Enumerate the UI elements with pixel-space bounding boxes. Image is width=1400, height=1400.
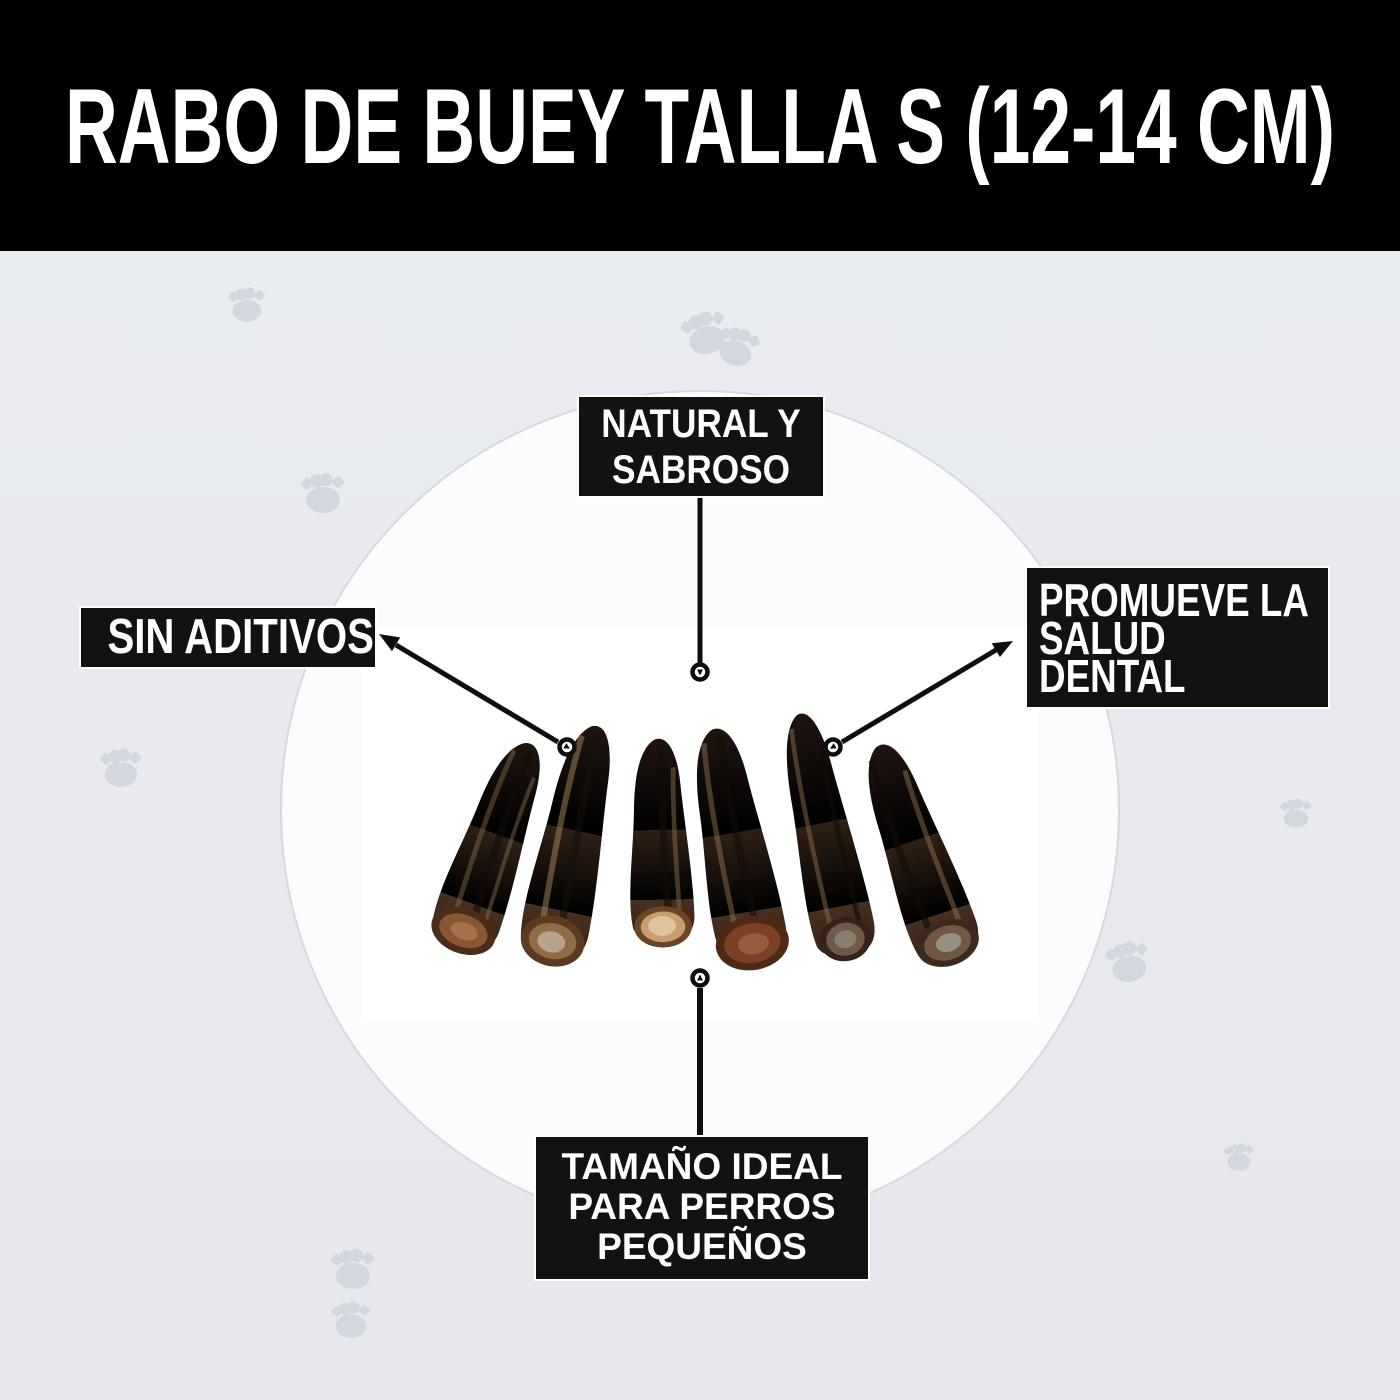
callout-text-line: SIN ADITIVOS xyxy=(107,610,374,664)
callout-line xyxy=(840,647,998,745)
callout-text-line: DENTAL xyxy=(1039,650,1186,702)
arrowhead-icon xyxy=(379,634,401,652)
ring-marker-icon xyxy=(690,968,710,988)
callout-text-line: PARA PERROS xyxy=(568,1186,836,1227)
ring-marker-icon xyxy=(557,737,577,757)
oxtail-sticks-image xyxy=(425,707,985,971)
callout-text-line: TAMAÑO IDEAL xyxy=(561,1146,843,1187)
callout-text-line: SABROSO xyxy=(612,448,790,492)
callout-line xyxy=(394,642,560,745)
title-area: RABO DE BUEY TALLA S (12-14 CM) xyxy=(65,66,1335,186)
callout-text-line: PROMUEVE LA xyxy=(1039,574,1309,626)
callout-text-line: PEQUEÑOS xyxy=(597,1226,807,1267)
callout-text-line: NATURAL Y xyxy=(601,402,801,446)
oxtail-stick xyxy=(425,732,564,956)
oxtail-stick xyxy=(848,733,985,969)
ring-marker-icon xyxy=(823,737,843,757)
callout-tamano-ideal: TAMAÑO IDEAL PARA PERROS PEQUEÑOS xyxy=(534,1135,870,1281)
arrowhead-icon xyxy=(991,641,1013,657)
oxtail-stick xyxy=(680,722,791,971)
callout-salud-dental: PROMUEVE LA SALUD DENTAL xyxy=(1025,566,1330,709)
ring-marker-icon xyxy=(690,662,710,682)
page-title: RABO DE BUEY TALLA S (12-14 CM) xyxy=(65,66,1335,186)
oxtail-stick xyxy=(770,707,880,962)
callout-text-line: SALUD xyxy=(1039,612,1166,664)
oxtail-stick xyxy=(515,719,632,967)
callout-natural-sabroso: NATURAL Y SABROSO xyxy=(577,395,825,498)
oxtail-stick xyxy=(627,738,695,948)
header-banner: RABO DE BUEY TALLA S (12-14 CM) xyxy=(0,0,1400,251)
callout-sin-aditivos: SIN ADITIVOS xyxy=(79,606,377,669)
